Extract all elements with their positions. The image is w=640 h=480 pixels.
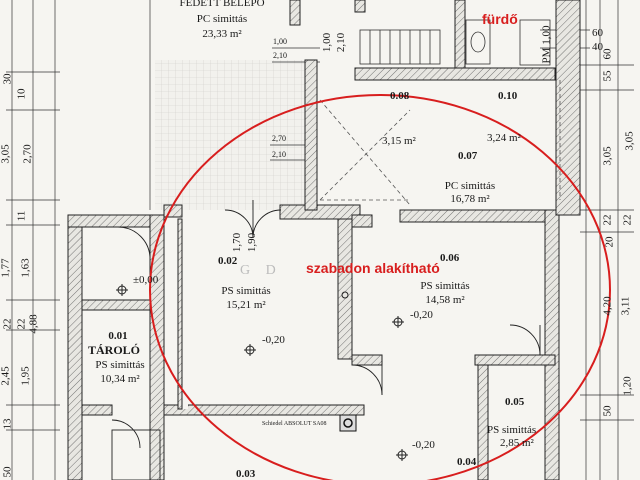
room-number: 0.08: [390, 90, 410, 102]
dimension-label: 1,00: [321, 32, 334, 53]
dimension-label: 1,90: [246, 232, 259, 253]
dimension-label: 2,70: [272, 134, 286, 143]
room-number: 0.06: [440, 252, 460, 264]
chimney-icon: [339, 414, 357, 432]
dimension-label: 50: [601, 405, 614, 417]
room-finish: PS simittás: [95, 359, 145, 371]
dimension-label: 20: [603, 236, 616, 248]
level-label: ±0,00: [133, 274, 159, 286]
level-label: -0,20: [262, 334, 285, 346]
stair-detail: [359, 19, 551, 66]
dimension-label: 1,20: [621, 376, 634, 396]
room-finish: PS simittás: [221, 285, 271, 297]
room-name: FEDETT BELÉPŐ: [179, 0, 265, 9]
dimension-label: 60: [592, 27, 603, 39]
room-finish: PC simittás: [444, 180, 496, 192]
dimension-label: 3,05: [623, 131, 636, 151]
dimension-label: 1,70: [231, 232, 244, 253]
walls: [67, 0, 581, 480]
dimension-label: 3,05: [0, 144, 12, 164]
room-area: 10,34 m²: [100, 373, 140, 385]
room-finish: PS simittás: [487, 424, 537, 436]
room-number: 0.02: [218, 255, 238, 267]
dimension-label: 40: [592, 41, 603, 53]
dimension-label: 1,77: [0, 258, 12, 278]
dimension-label: 3,11: [619, 296, 632, 316]
room-number: 0.03: [236, 468, 256, 480]
bathroom-annotation: fürdő: [482, 11, 518, 27]
room-finish: PC simittás: [196, 13, 248, 25]
entrance-tile-floor: [155, 60, 315, 210]
dimension-label: 60: [601, 48, 614, 60]
room-number: 0.10: [498, 90, 518, 102]
room-number: 0.01: [108, 330, 128, 342]
dimension-label: 2,45: [0, 366, 12, 386]
door-swings: [111, 200, 541, 480]
room-area: 3,24 m²: [487, 132, 521, 144]
dimension-label: 4,20: [601, 296, 614, 316]
dimension-label: 3,05: [601, 146, 614, 166]
dimension-label: 22: [601, 214, 614, 226]
room-finish: PS simittás: [420, 280, 470, 292]
dimension-label: 1,00: [273, 37, 287, 46]
dimension-label: 1,63: [19, 258, 32, 278]
room-area: 16,78 m²: [450, 193, 490, 205]
right-dimension-lines: [540, 0, 634, 480]
dimension-label: 2,10: [272, 150, 286, 159]
room-area: 14,58 m²: [425, 294, 465, 306]
red-circle-annotation: [149, 94, 611, 480]
dimension-label: 22: [15, 318, 28, 330]
room-area: 3,15 m²: [382, 135, 416, 147]
room-area: 2,85 m²: [500, 437, 534, 449]
chimney-label: Schiedel ABSOLUT SA08: [262, 421, 327, 427]
dimension-label: 2,70: [21, 144, 34, 164]
dimension-label: 11: [15, 210, 28, 222]
dimension-label: 30: [1, 73, 14, 85]
dimension-label: 13: [1, 418, 14, 430]
dimension-label: 1,95: [19, 366, 32, 386]
dimension-label: 50: [1, 466, 14, 478]
free-layout-annotation: szabadon alakítható: [306, 260, 440, 276]
room-name: TÁROLÓ: [87, 343, 141, 357]
level-markers: [116, 284, 408, 461]
room-area: 23,33 m²: [202, 28, 242, 40]
level-label: -0,20: [412, 439, 435, 451]
dimension-label: 55: [601, 70, 614, 82]
dimension-label: 22: [621, 214, 634, 226]
watermark: G D: [240, 263, 282, 278]
room-number: 0.07: [458, 150, 478, 162]
room-number: 0.05: [505, 396, 525, 408]
dimension-label: 2,10: [335, 32, 348, 53]
dimension-label: 4,88: [27, 314, 40, 334]
left-dimension-lines: [6, 0, 60, 480]
dimension-label: 22: [1, 318, 14, 330]
dimension-label: 10: [15, 88, 28, 100]
dimension-label: PM 1,00: [540, 25, 553, 64]
room-area: 15,21 m²: [226, 299, 266, 311]
dashed-lines: [319, 80, 561, 206]
dimension-label: 2,10: [273, 51, 287, 60]
level-label: -0,20: [410, 309, 433, 321]
room-number: 0.04: [457, 456, 477, 468]
